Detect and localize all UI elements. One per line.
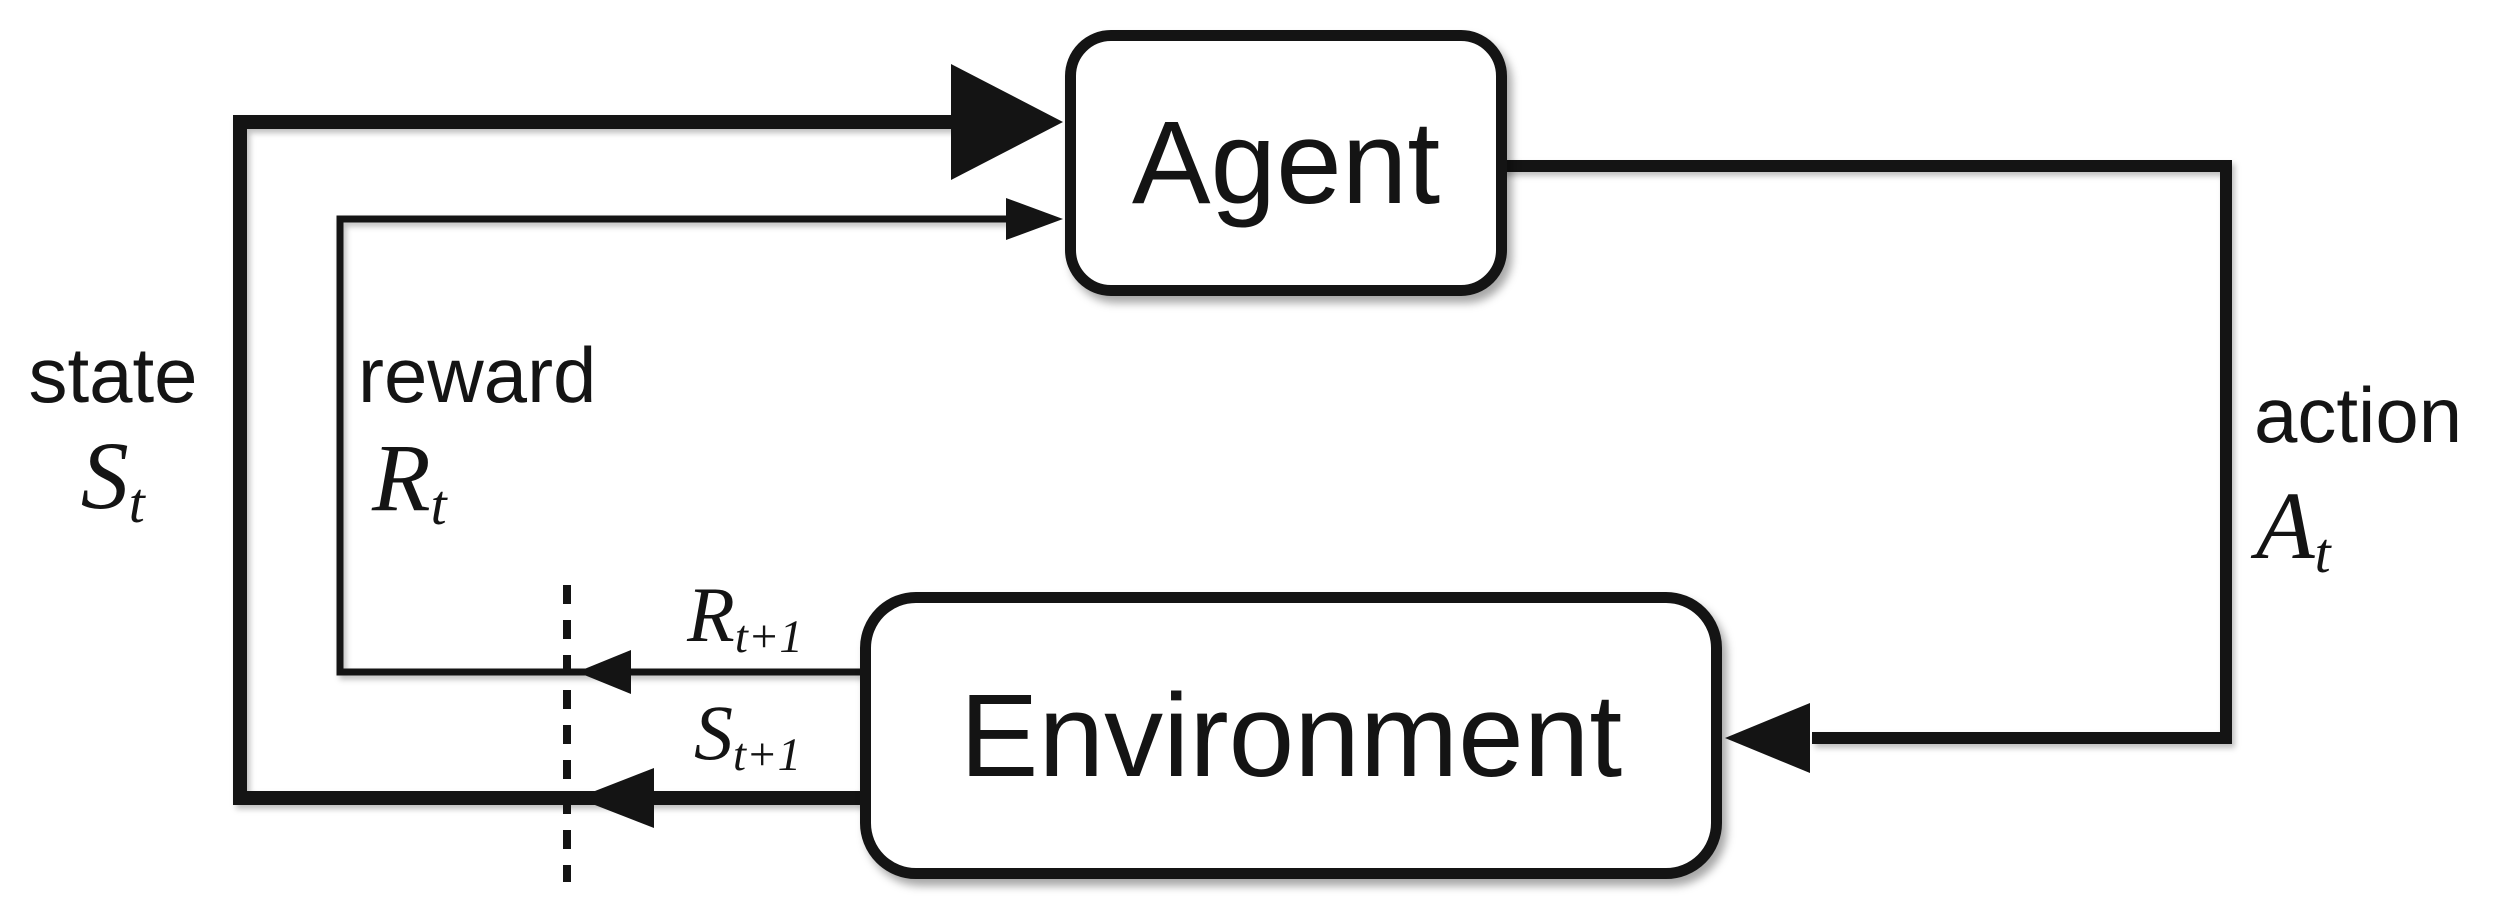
next-reward-base: R: [687, 571, 735, 658]
next-reward-arrowhead: [577, 650, 631, 694]
action-into-environment-arrowhead: [1725, 703, 1810, 773]
action-symbol-subscript: t: [2314, 521, 2332, 585]
action-symbol-base: A: [2256, 472, 2315, 579]
reward-into-agent-arrowhead: [1006, 198, 1063, 240]
agent-node-label: Agent: [1131, 97, 1441, 229]
environment-node: Environment: [860, 592, 1722, 879]
reward-symbol-subscript: t: [430, 473, 448, 537]
next-state-label: St+1: [640, 694, 855, 779]
state-into-agent-arrowhead: [951, 64, 1063, 180]
next-reward-label: Rt+1: [640, 576, 850, 661]
state-symbol-label: St: [8, 428, 218, 535]
action-word-label: action: [2254, 371, 2463, 459]
environment-node-label: Environment: [959, 669, 1623, 802]
next-reward-subscript: t+1: [734, 611, 803, 664]
reward-symbol-label: Rt: [372, 430, 448, 537]
state-symbol-base: S: [80, 422, 129, 529]
next-state-arrowhead: [577, 768, 654, 828]
reward-word-label: reward: [358, 331, 597, 419]
state-flow-line: [233, 115, 956, 805]
state-symbol-subscript: t: [128, 471, 146, 535]
next-state-subscript: t+1: [733, 729, 801, 782]
reward-symbol-base: R: [372, 424, 431, 531]
next-state-base: S: [694, 689, 733, 776]
action-flow-line: [1500, 160, 2232, 744]
agent-node: Agent: [1065, 30, 1507, 296]
state-word-label: state: [28, 331, 198, 419]
action-symbol-label: At: [2256, 478, 2332, 585]
